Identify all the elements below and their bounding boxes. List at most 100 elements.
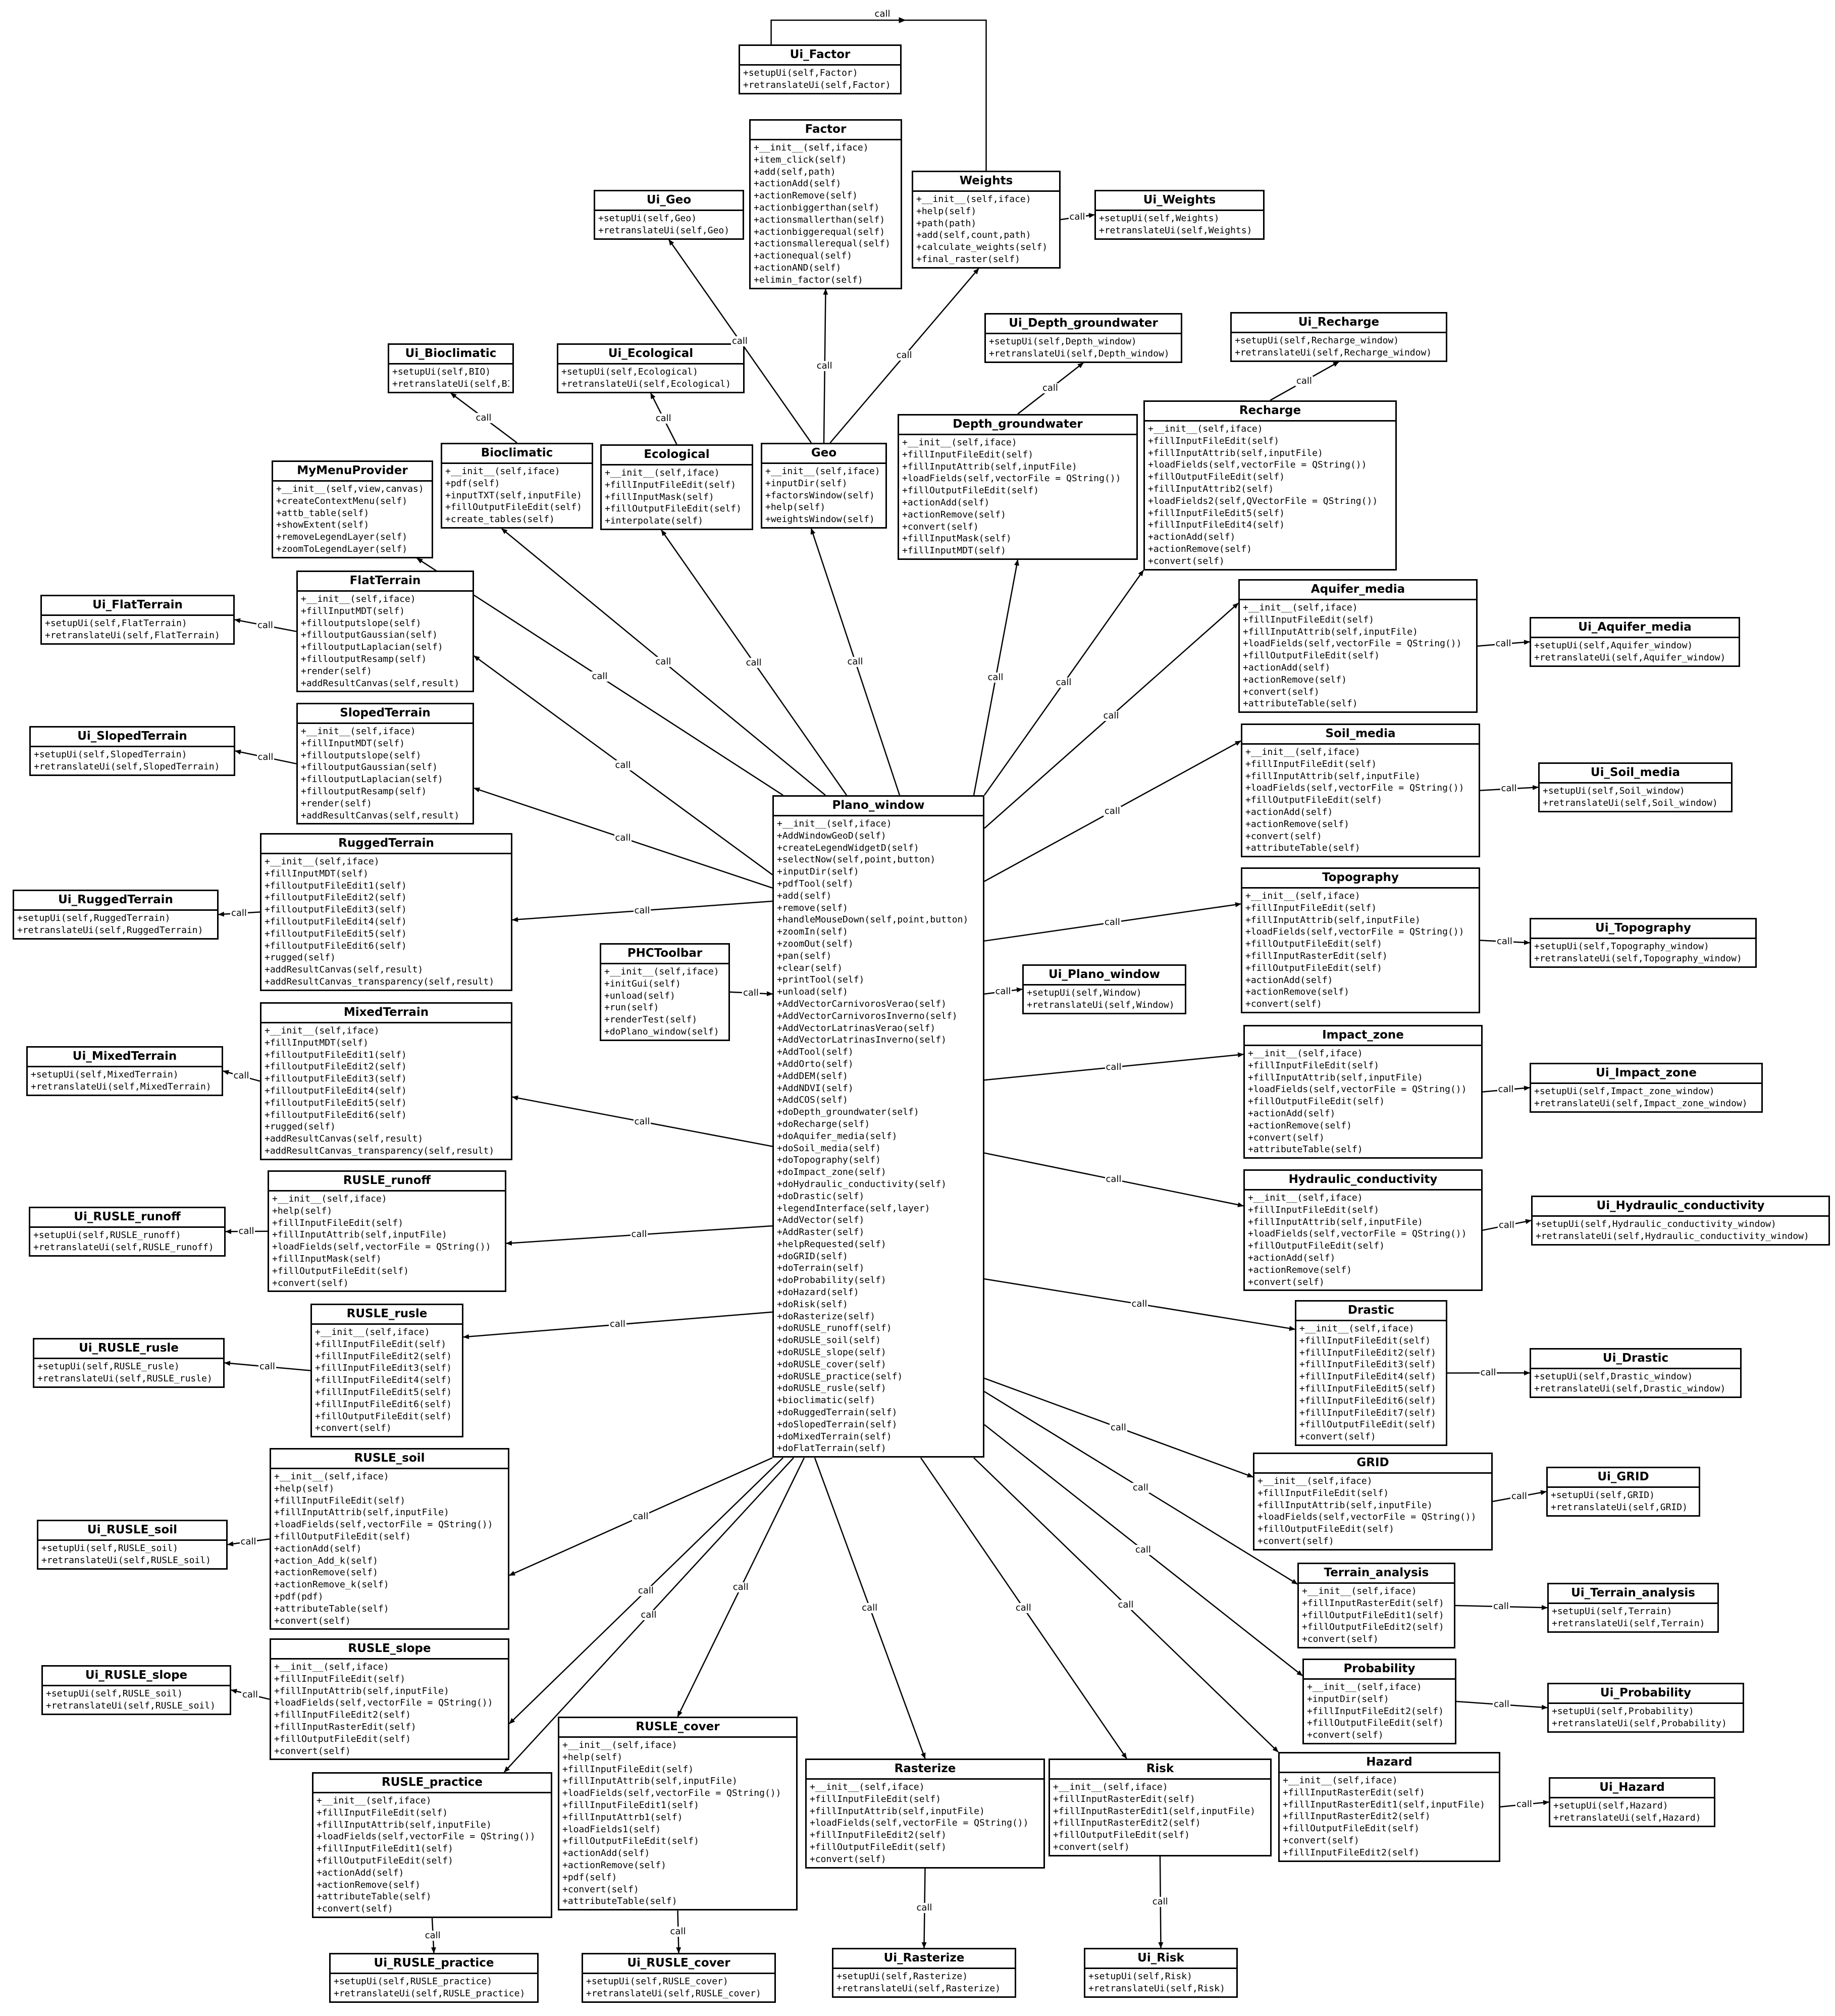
method: +doSoil_media(self) xyxy=(777,1143,881,1154)
class-box-ui-rusle-soil: Ui_RUSLE_soil+setupUi(self,RUSLE_soil)+r… xyxy=(37,1520,228,1570)
class-name: Ui_RUSLE_rusle xyxy=(34,1339,223,1359)
method: +setupUi(self,Drastic_window) xyxy=(1534,1371,1693,1382)
method: +setupUi(self,Probability) xyxy=(1552,1706,1694,1717)
call-label: call xyxy=(230,907,248,918)
method: +fillInputMask(self) xyxy=(902,533,1012,544)
method: +setupUi(self,RUSLE_cover) xyxy=(586,1976,728,1987)
class-box-ui-depth-groundwater: Ui_Depth_groundwater+setupUi(self,Depth_… xyxy=(984,313,1182,363)
method: +fillInputAttrb1(self) xyxy=(562,1812,683,1823)
method: +fillInputAttrib(self,inputFile) xyxy=(274,1685,449,1696)
class-box-ui-rusle-rusle: Ui_RUSLE_rusle +setupUi(self,RUSLE_rusle)… xyxy=(33,1338,225,1388)
method: +showExtent(self) xyxy=(276,520,370,531)
method: +doProbability(self) xyxy=(777,1275,886,1286)
call-label: call xyxy=(1117,1599,1135,1610)
method-list: +setupUi(self,Hazard)+retranslateUi(self… xyxy=(1550,1798,1714,1826)
class-box-ui-recharge: Ui_Recharge+setupUi(self,Recharge_window… xyxy=(1230,312,1447,362)
call-label: call xyxy=(614,759,632,770)
method: +zoomIn(self) xyxy=(777,926,848,938)
method: +__init__(self,iface) xyxy=(274,1662,389,1672)
method: +setupUi(self,Factor) xyxy=(743,68,858,78)
class-box-mymenuprovider: MyMenuProvider+__init__(self,view,canvas… xyxy=(272,460,433,558)
method: +filloutputGaussian(self) xyxy=(301,762,438,773)
edge-arrowhead xyxy=(899,17,906,23)
method: +__init__(self,iface) xyxy=(1245,747,1360,757)
call-label: call xyxy=(237,1226,255,1236)
call-label: call xyxy=(873,9,892,19)
method: +fillOutputFileEdit(self) xyxy=(902,485,1039,496)
method: +__init__(self,iface) xyxy=(777,818,892,829)
method: +__init__(self,iface) xyxy=(765,466,880,477)
call-label: call xyxy=(1492,1601,1510,1612)
call-label: call xyxy=(1104,805,1121,816)
method-list: +__init__(self,iface)+pdf(self)+inputTXT… xyxy=(442,464,592,527)
method: +doRuggedTerrain(self) xyxy=(777,1407,898,1418)
method: +fillInputRasterEdit(self) xyxy=(1302,1597,1444,1609)
class-name: Geo xyxy=(762,444,885,464)
method: +filloutputFileEdit4(self) xyxy=(265,1085,407,1096)
method: +retranslateUi(self,Risk) xyxy=(1088,1983,1225,1994)
method: +fillOutputFileEdit1(self) xyxy=(1302,1610,1444,1621)
method-list: +setupUi(self,Depth_window)+retranslateU… xyxy=(986,334,1181,361)
method: +retranslateUi(self,Factor) xyxy=(743,79,891,90)
method: +loadFields1(self) xyxy=(562,1824,661,1835)
method: +fillInputFileEdit3(self) xyxy=(1299,1359,1436,1370)
method: +setupUi(self,RUSLE_rusle) xyxy=(37,1361,180,1372)
method: +actionRemove(self) xyxy=(1248,1264,1352,1275)
method: +fillInputFileEdit2(self) xyxy=(1299,1347,1436,1358)
method: +help(self) xyxy=(274,1483,335,1494)
method: +fillInputFileEdit2(self) xyxy=(1307,1705,1444,1717)
method: +addResultCanvas(self,result) xyxy=(301,678,460,689)
method: +filloutputLaplacian(self) xyxy=(301,642,443,653)
method: +actionAdd(self) xyxy=(1245,806,1333,817)
method: +convert(self) xyxy=(1307,1730,1384,1741)
method: +__init__(self,iface) xyxy=(1053,1782,1168,1792)
class-box-ui-plano-window: Ui_Plano_window+setupUi(self,Window)+ret… xyxy=(1022,964,1186,1014)
method: +actionAdd(self) xyxy=(274,1543,362,1554)
method: +fillInputRasterEdit(self) xyxy=(274,1721,416,1732)
class-name: RuggedTerrain xyxy=(261,835,511,854)
call-label: call xyxy=(637,1585,655,1596)
method: +AddCOS(self) xyxy=(777,1095,848,1106)
call-label: call xyxy=(632,1511,650,1522)
method: +filloutputFileEdit1(self) xyxy=(265,1049,407,1060)
method: +retranslateUi(self,RUSLE_runoff) xyxy=(33,1242,214,1253)
class-name: MixedTerrain xyxy=(261,1004,511,1023)
method: +__init__(self,iface) xyxy=(902,437,1017,448)
class-name: Depth_groundwater xyxy=(899,416,1136,435)
call-label: call xyxy=(1515,1799,1533,1810)
method-list: +__init__(self,iface)+initGui(self)+unlo… xyxy=(601,964,728,1040)
method: +AddWindowGeoD(self) xyxy=(777,830,886,841)
method: +fillInputAttrib(self,inputFile) xyxy=(1148,447,1323,458)
class-name: Ui_SlopedTerrain xyxy=(31,728,234,747)
method: +filloutputslope(self) xyxy=(301,750,422,761)
method: +fillInputMask(self) xyxy=(272,1253,382,1264)
method-list: +__init__(self,iface)+fillInputFileEdit(… xyxy=(1240,600,1476,711)
method: +setupUi(self,Aquifer_window) xyxy=(1534,640,1693,651)
class-name: Ui_Hydraulic_conductivity xyxy=(1533,1197,1828,1217)
call-label: call xyxy=(1500,783,1518,794)
method: +help(self) xyxy=(765,502,826,513)
method: +__init__(self,iface) xyxy=(605,468,720,478)
class-box-ui-soil-media: Ui_Soil_media+setupUi(self,Soil_window)+… xyxy=(1538,762,1733,812)
method: +filloutputFileEdit5(self) xyxy=(265,928,407,939)
class-box-rusle-soil: RUSLE_soil+__init__(self,iface)+help(sel… xyxy=(270,1448,509,1630)
class-box-ui-hazard: Ui_Hazard+setupUi(self,Hazard)+retransla… xyxy=(1549,1777,1715,1827)
method: +inputDir(self) xyxy=(765,478,848,489)
method: +zoomOut(self) xyxy=(777,938,854,949)
method: +actionequal(self) xyxy=(754,250,853,262)
class-name: Ui_Plano_window xyxy=(1024,966,1185,986)
class-name: Probability xyxy=(1304,1660,1455,1680)
method: +inputDir(self) xyxy=(777,866,859,877)
class-box-ecological: Ecological+__init__(self,iface)+fillInpu… xyxy=(600,444,753,530)
method: +retranslateUi(self,RUSLE_practice) xyxy=(334,1988,526,1999)
method: +attributeTable(self) xyxy=(1243,698,1358,709)
method: +createContextMenu(self) xyxy=(276,495,408,506)
method-list: +setupUi(self,Weights)+retranslateUi(sel… xyxy=(1096,211,1263,238)
call-label: call xyxy=(1493,1699,1510,1710)
class-name: Ui_GRID xyxy=(1548,1468,1699,1488)
method: +actionAdd(self) xyxy=(1243,662,1331,673)
class-name: Aquifer_media xyxy=(1240,581,1476,600)
call-label: call xyxy=(256,620,274,631)
method: +retranslateUi(self,Rasterize) xyxy=(836,1983,1001,1994)
